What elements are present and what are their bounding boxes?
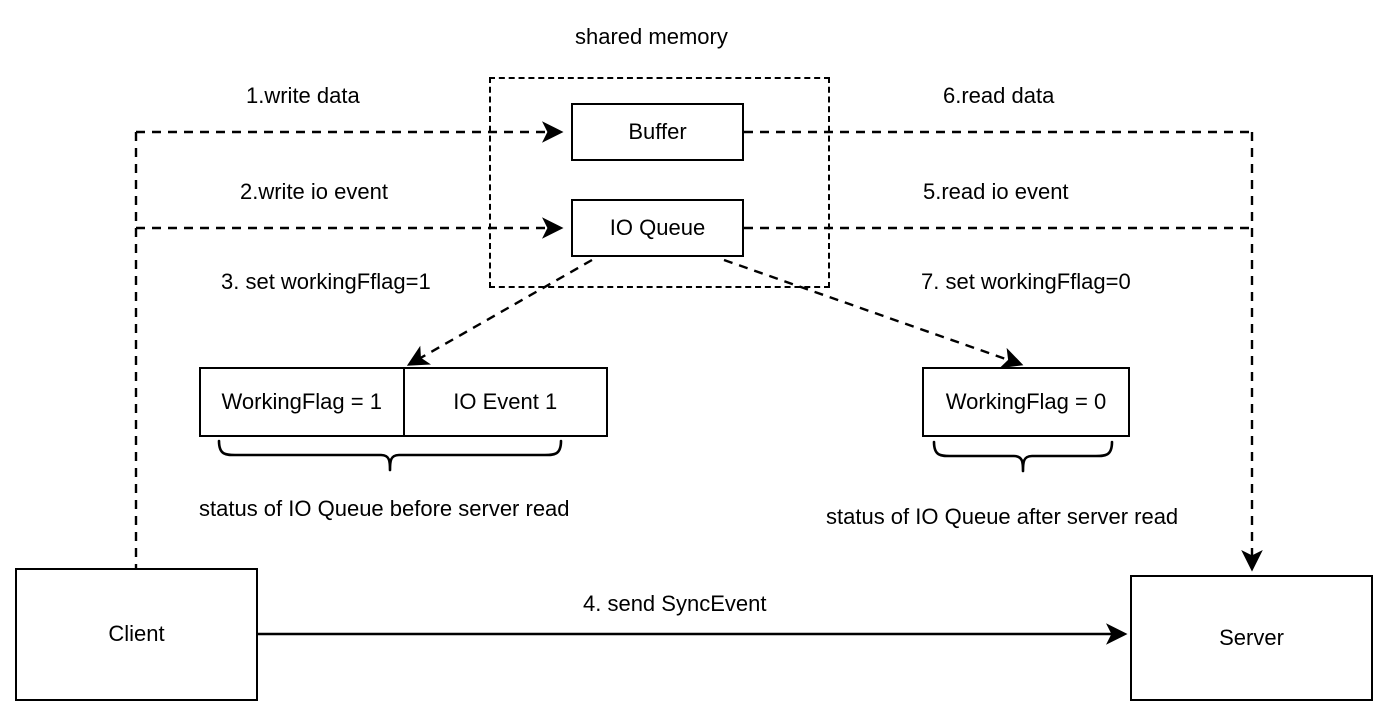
working-flag-0-label: WorkingFlag = 0 — [945, 388, 1107, 414]
client-node-label: Client — [108, 621, 165, 647]
step-1-label: 1.write data — [246, 83, 360, 108]
step-5-label: 5.read io event — [923, 179, 1069, 204]
step-4-label: 4. send SyncEvent — [583, 591, 767, 616]
io-queue-node-label: IO Queue — [609, 214, 706, 240]
step-3-label: 3. set workingFflag=1 — [221, 269, 431, 294]
step-7-label: 7. set workingFflag=0 — [921, 269, 1131, 294]
shared-memory-label: shared memory — [575, 24, 728, 49]
caption-after-read: status of IO Queue after server read — [826, 504, 1179, 529]
io-queue-before-read-box[interactable]: WorkingFlag = 1 IO Event 1 — [199, 367, 608, 437]
cell-divider — [402, 369, 405, 435]
client-node[interactable]: Client — [15, 568, 258, 701]
io-queue-node[interactable]: IO Queue — [571, 199, 744, 257]
io-event-1-label: IO Event 1 — [453, 388, 558, 414]
brace-after-read — [932, 440, 1114, 473]
buffer-node[interactable]: Buffer — [571, 103, 744, 161]
shared-memory-region — [489, 77, 830, 288]
io-event-1-cell: IO Event 1 — [405, 369, 607, 435]
io-queue-after-read-box[interactable]: WorkingFlag = 0 — [922, 367, 1130, 437]
step-6-label: 6.read data — [943, 83, 1055, 108]
server-node[interactable]: Server — [1130, 575, 1373, 701]
server-node-label: Server — [1219, 624, 1284, 650]
buffer-node-label: Buffer — [628, 118, 687, 144]
working-flag-1-label: WorkingFlag = 1 — [221, 388, 382, 414]
brace-before-read — [217, 439, 563, 472]
working-flag-1-cell: WorkingFlag = 1 — [201, 369, 403, 435]
caption-before-read: status of IO Queue before server read — [199, 496, 570, 521]
step-2-label: 2.write io event — [240, 179, 388, 204]
